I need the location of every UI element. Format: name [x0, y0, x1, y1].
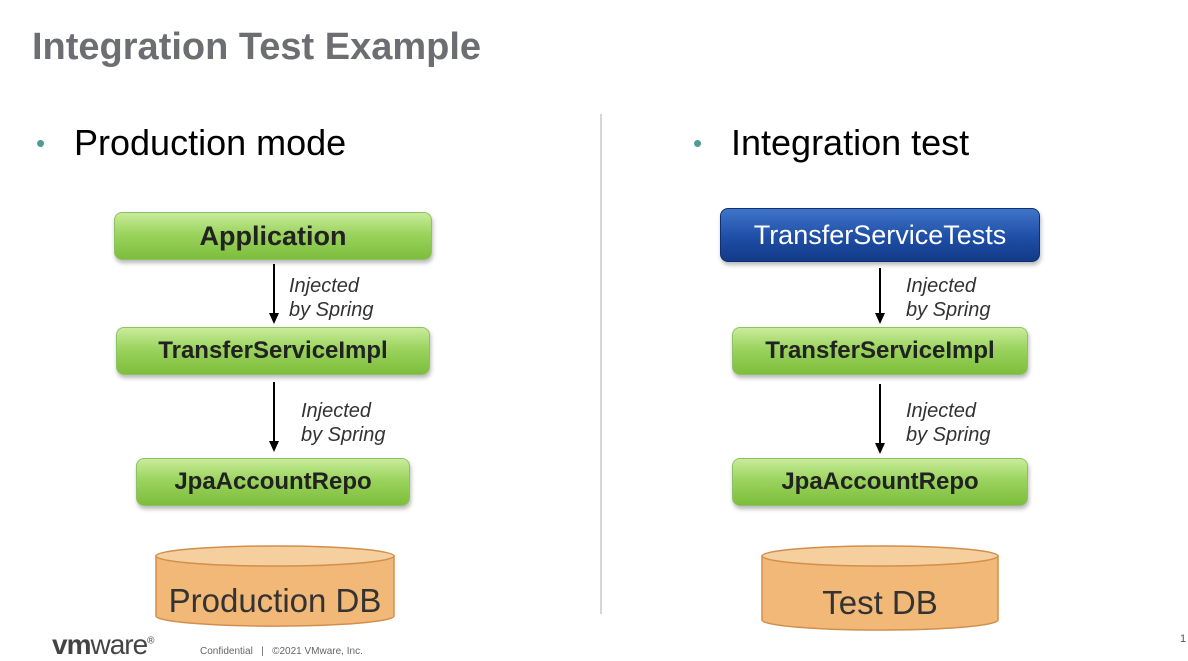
page-number: 1: [1180, 633, 1187, 645]
slide-title: Integration Test Example: [32, 26, 482, 68]
arrow-head-icon: [875, 313, 885, 324]
footer-separator: |: [261, 646, 264, 657]
bullet-dot-icon: •: [693, 127, 703, 158]
jpa-account-repo-box: JpaAccountRepo: [136, 458, 410, 506]
arrow-head-icon: [269, 441, 279, 452]
copyright-label: ©2021 VMware, Inc.: [272, 646, 363, 657]
heading-integration-test: Integration test: [731, 122, 970, 163]
arrow-head-icon: [269, 313, 279, 324]
jpa-account-repo-box: JpaAccountRepo: [732, 458, 1028, 506]
arrow-line: [273, 382, 275, 442]
vmware-logo: vmware®: [52, 629, 155, 660]
column-divider: [600, 114, 602, 614]
transfer-service-impl-box: TransferServiceImpl: [732, 327, 1028, 375]
confidential-label: Confidential: [200, 646, 253, 657]
arrow-line: [273, 264, 275, 314]
arrow-line: [879, 384, 881, 444]
production-db-label: Production DB: [168, 582, 382, 619]
arrow-line: [879, 268, 881, 314]
test-db-cylinder-icon: [761, 545, 999, 631]
bullet-dot-icon: •: [36, 127, 46, 158]
transfer-service-tests-box: TransferServiceTests: [720, 208, 1040, 262]
transfer-service-impl-box: TransferServiceImpl: [116, 327, 430, 375]
bullet-production-mode: • Production mode: [36, 122, 346, 164]
heading-production-mode: Production mode: [74, 122, 347, 163]
footer-text: Confidential | ©2021 VMware, Inc.: [200, 646, 363, 657]
bullet-integration-test: • Integration test: [693, 122, 969, 164]
application-box: Application: [114, 212, 432, 260]
arrow-head-icon: [875, 443, 885, 454]
test-db-label: Test DB: [822, 584, 938, 621]
production-db-cylinder-icon: [155, 545, 395, 627]
